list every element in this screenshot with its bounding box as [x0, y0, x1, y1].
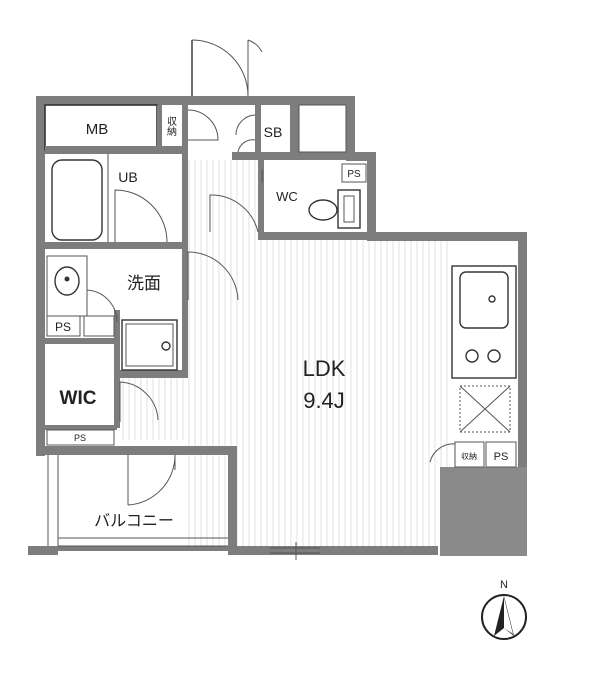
room-label-storage-kitchen: 収納: [461, 451, 477, 461]
room-label-balcony: バルコニー: [94, 513, 174, 530]
room-label-wic: WIC: [60, 388, 97, 409]
sb-door: [235, 114, 256, 136]
outer-walls: [28, 96, 527, 556]
room-label-ps-top: PS: [347, 169, 361, 180]
ps-kitchen-box: [485, 441, 517, 468]
top-right-closet: [298, 104, 347, 153]
corridor-floor: [185, 160, 265, 240]
ps-top-box: [341, 163, 367, 183]
toilet: [308, 189, 361, 229]
balcony-door: [127, 454, 176, 506]
room-label-ps-wic: PS: [74, 433, 86, 443]
fridge-space: [459, 385, 511, 433]
room-label-storage-top: 収納: [165, 116, 177, 137]
ub-door: [114, 189, 168, 243]
room-label-ps-left: PS: [55, 320, 71, 334]
washbasin-counter: [46, 255, 88, 317]
room-label-ldk-size: 9.4J: [303, 388, 345, 413]
room-label-sb: SB: [264, 124, 283, 140]
entrance-door: [191, 39, 263, 97]
ldk-window: [270, 542, 320, 560]
washroom-door: [187, 251, 239, 301]
interior-walls: [44, 104, 376, 430]
room-label-washroom: 洗面: [127, 274, 161, 293]
washbasin: [54, 266, 80, 296]
wc-door: [209, 194, 259, 233]
room-label-ub: UB: [118, 169, 137, 185]
washing-machine-pan: [121, 319, 178, 371]
room-label-ldk: LDK: [303, 356, 346, 381]
kitchen-counter: [451, 265, 517, 379]
room-label-ps-kitchen: PS: [494, 451, 509, 463]
compass-ring: [481, 594, 527, 640]
room-label-wc: WC: [276, 189, 298, 204]
storage-kitchen-box: [454, 441, 485, 468]
balcony-outline: [47, 455, 228, 547]
ps-left-box: [46, 315, 81, 337]
north-compass: N: [481, 579, 527, 640]
pipe-shaft-column: [440, 467, 527, 556]
bathtub: [51, 159, 103, 241]
wic-passage-floor: [120, 378, 185, 440]
ps-wic-box: [46, 429, 115, 446]
wic-door: [119, 381, 159, 422]
storage-door: [187, 109, 219, 141]
compass-label-n: N: [500, 579, 508, 591]
room-label-mb: MB: [86, 121, 109, 138]
